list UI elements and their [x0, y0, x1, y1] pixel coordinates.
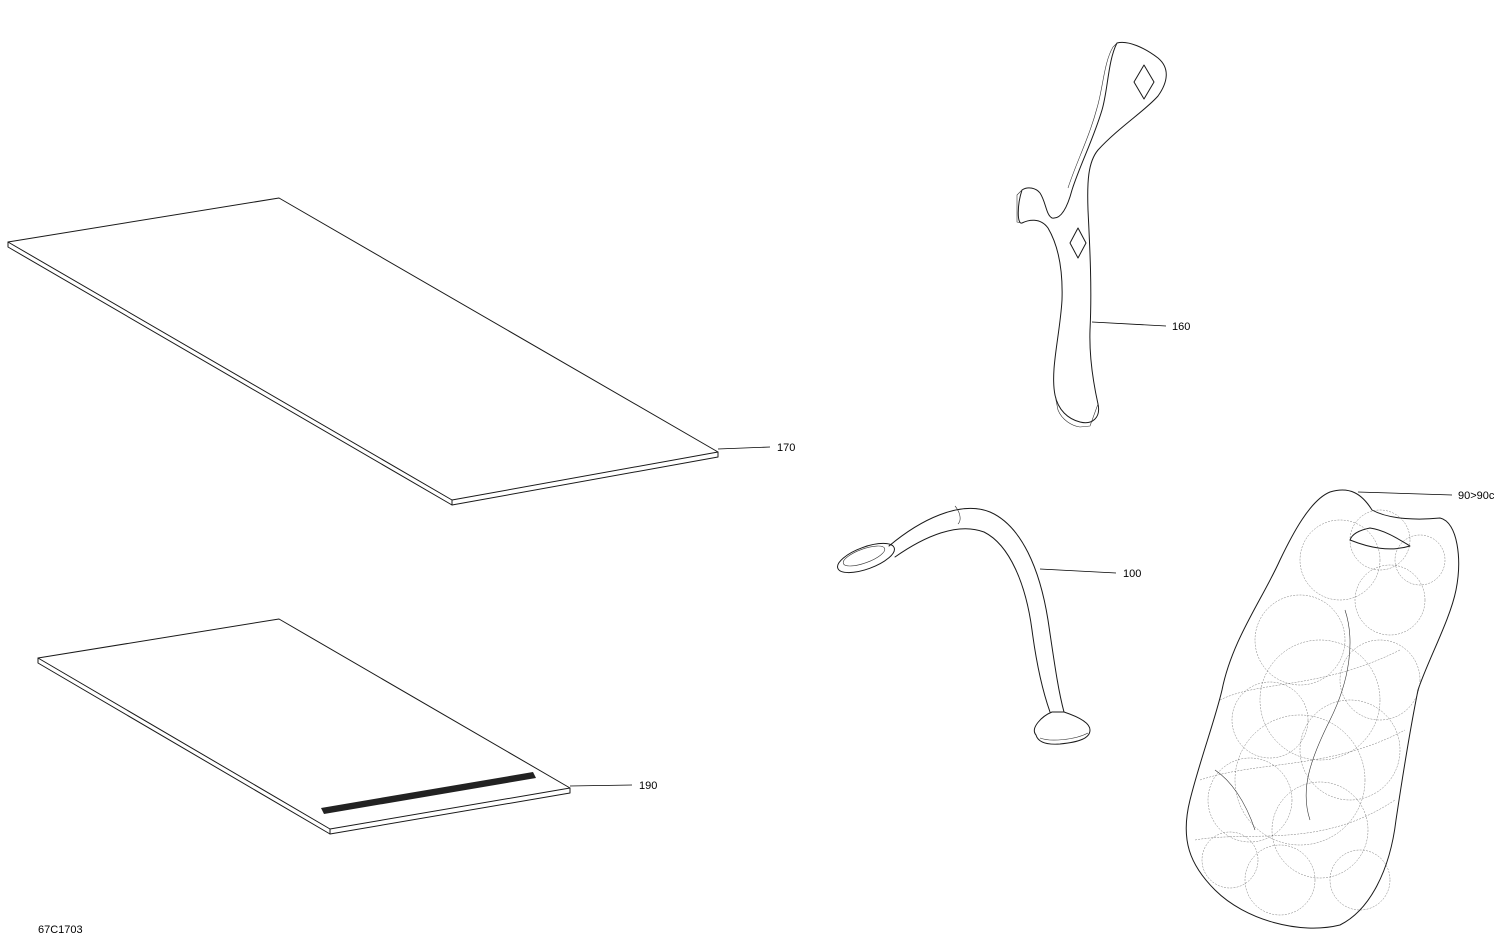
callout-100: 100 [1123, 568, 1141, 580]
drawing-reference-number: 67C1703 [38, 924, 83, 936]
callout-170: 170 [777, 442, 795, 454]
diamond-cutout-upper [1133, 64, 1155, 100]
part-100-flex-tube: 100 [837, 505, 1141, 745]
leader-160 [1091, 321, 1167, 327]
part-90-mesh-bag: 90>90c [1185, 489, 1495, 929]
leader-100 [1039, 568, 1117, 574]
diamond-cutout-lower [1069, 227, 1087, 259]
mesh-netting [1194, 509, 1446, 916]
tube-base [1034, 711, 1091, 745]
leader-170 [717, 446, 771, 450]
callout-90: 90>90c [1458, 490, 1495, 502]
callout-190: 190 [639, 780, 657, 792]
part-170-sheet: 170 [7, 197, 795, 506]
leader-90 [1357, 491, 1453, 496]
bag-fold [1349, 527, 1411, 550]
leader-190 [569, 784, 633, 787]
part-160-wrench: 160 [1016, 41, 1190, 428]
callout-160: 160 [1172, 321, 1190, 333]
booklet-title-strip [321, 772, 536, 814]
part-190-booklet: 190 [37, 618, 657, 835]
